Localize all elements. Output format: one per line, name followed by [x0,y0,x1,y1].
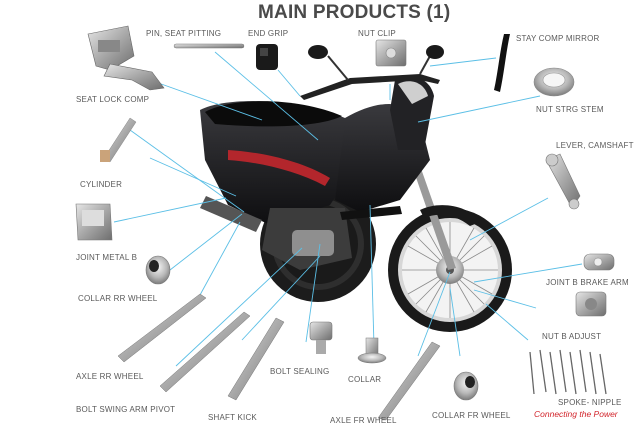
bolt-swing-arm-pivot-part [159,311,251,393]
label-seat-lock-comp: SEAT LOCK COMP [76,95,150,104]
collar-fr-wheel-part [453,371,479,401]
label-lever-camshaft: LEVER, CAMSHAFT [556,141,634,150]
label-collar-rr-wheel: COLLAR RR WHEEL [78,294,158,303]
label-collar-fr-wheel: COLLAR FR WHEEL [432,411,511,420]
leader-lines [113,51,583,367]
seat-lock-comp-part [87,25,165,91]
cylinder-part [100,117,137,163]
joint-b-brake-arm-part [583,253,615,271]
front-wheel [388,208,512,332]
label-axle-rr-wheel: AXLE RR WHEEL [76,372,144,381]
label-nut-strg-stem: NUT STRG STEM [536,105,604,114]
axle-rr-wheel-part [117,293,207,363]
label-stay-comp-mirror: STAY COMP MIRROR [516,34,600,43]
collar-part [357,337,387,364]
shaft-kick-part [227,317,285,401]
label-cylinder: CYLINDER [80,180,123,189]
page-title: MAIN PRODUCTS (1) [258,2,451,23]
pin-seat-pitting-part [173,43,245,49]
end-grip-part [256,44,278,70]
joint-metal-b-part [75,203,113,241]
lever-camshaft-part [545,153,581,210]
brand-slogan: Connecting the Power [534,409,618,419]
axle-fr-wheel-part [377,341,441,421]
stay-comp-mirror-part [494,34,510,92]
label-axle-fr-wheel: AXLE FR WHEEL [330,416,397,425]
label-collar: COLLAR [348,375,382,384]
label-pin-seat-pitting: PIN, SEAT PITTING [146,29,222,38]
nut-b-adjust-part [575,291,607,317]
label-end-grip: END GRIP [248,29,289,38]
label-shaft-kick: SHAFT KICK [208,413,257,422]
spoke-nipple-part [529,349,607,395]
bolt-sealing-part [309,321,333,354]
nut-clip-part [375,39,407,67]
label-spoke-nipple: SPOKE- NIPPLE [558,398,622,407]
label-nut-clip: NUT CLIP [358,29,396,38]
label-bolt-sealing: BOLT SEALING [270,367,330,376]
label-bolt-swing-arm-pivot: BOLT SWING ARM PIVOT [76,405,176,414]
label-nut-b-adjust: NUT B ADJUST [542,332,602,341]
collar-rr-wheel-part [145,255,171,285]
label-joint-metal-b: JOINT METAL B [76,253,138,262]
motorcycle [200,45,512,332]
label-joint-b-brake-arm: JOINT B BRAKE ARM [546,278,629,287]
nut-strg-stem-part [533,67,575,97]
